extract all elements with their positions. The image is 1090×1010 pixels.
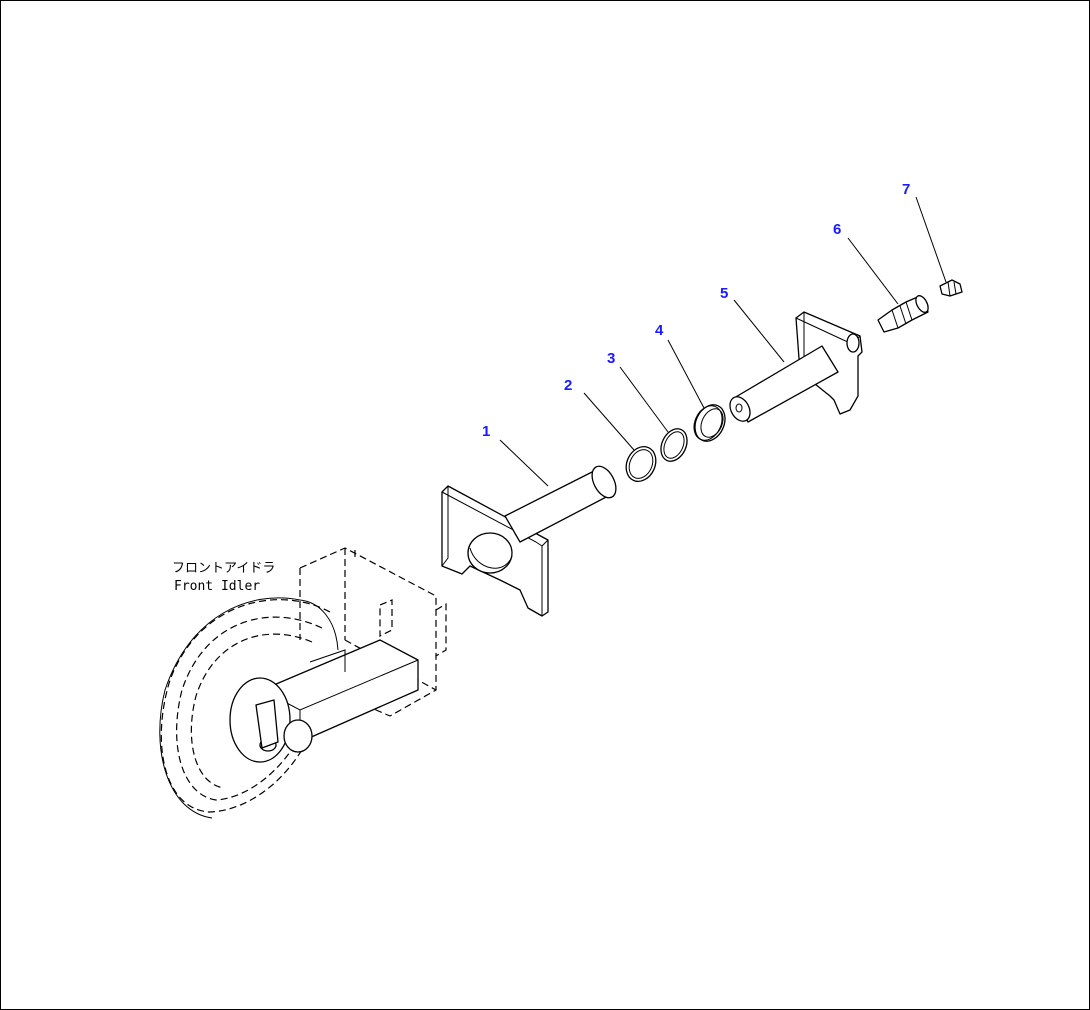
part-6-fitting <box>877 295 929 333</box>
callout-4: 4 <box>655 322 664 339</box>
callout-3: 3 <box>607 350 615 367</box>
callout-2: 2 <box>564 377 572 394</box>
leader-lines <box>499 196 947 487</box>
callout-5: 5 <box>720 285 728 302</box>
front-idler-assembly <box>159 547 447 819</box>
part-4-ring <box>693 404 726 442</box>
part-1-idler-pin <box>441 465 617 617</box>
callout-7: 7 <box>902 181 910 198</box>
front-idler-caption: フロントアイドラ Front Idler <box>172 561 275 594</box>
caption-japanese: フロントアイドラ <box>172 561 275 576</box>
part-7-cap <box>939 279 963 297</box>
callout-6: 6 <box>833 221 841 238</box>
caption-english: Front Idler <box>174 579 260 594</box>
part-3-ring <box>660 428 688 462</box>
callout-1: 1 <box>482 423 490 440</box>
part-2-o-ring <box>625 445 657 483</box>
callout-labels: 1 2 3 4 5 6 7 <box>482 181 910 440</box>
part-5-shaft <box>729 311 863 423</box>
